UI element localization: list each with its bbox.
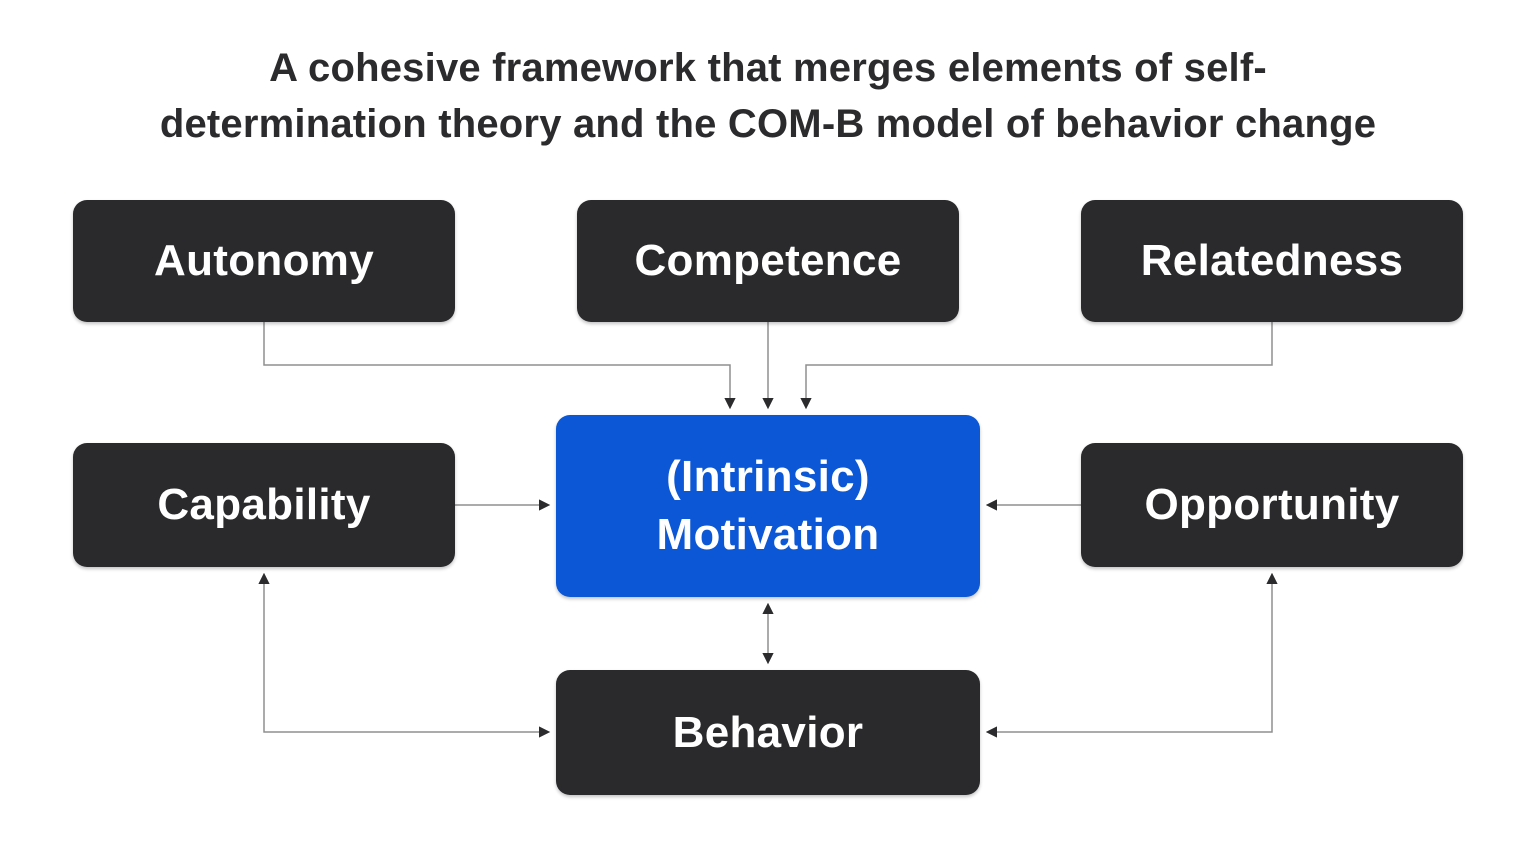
edge-behavior-capability-double	[258, 572, 551, 738]
node-opportunity-label: Opportunity	[1144, 480, 1400, 529]
node-relatedness-label: Relatedness	[1140, 236, 1404, 285]
node-opportunity: Opportunity	[1081, 443, 1463, 567]
node-competence: Competence	[577, 200, 959, 322]
diagram-title: A cohesive framework that merges element…	[0, 40, 1536, 152]
motivation-line-2: Motivation	[656, 510, 880, 559]
node-intrinsic-motivation: (Intrinsic) Motivation	[556, 415, 980, 597]
title-line-2: determination theory and the COM-B model…	[159, 102, 1377, 146]
node-behavior: Behavior	[556, 670, 980, 795]
node-autonomy-label: Autonomy	[154, 236, 374, 285]
motivation-line-1: (Intrinsic)	[666, 451, 870, 501]
node-capability-label: Capability	[157, 480, 371, 529]
edge-autonomy-to-motivation	[263, 322, 736, 410]
edge-behavior-opportunity-double	[985, 572, 1278, 738]
node-autonomy: Autonomy	[73, 200, 455, 322]
node-capability: Capability	[73, 443, 455, 567]
title-line-1: A cohesive framework that merges element…	[269, 46, 1267, 90]
node-competence-label: Competence	[634, 236, 902, 285]
node-relatedness: Relatedness	[1081, 200, 1463, 322]
node-behavior-label: Behavior	[672, 707, 864, 757]
node-intrinsic-motivation-label: (Intrinsic) Motivation	[657, 448, 880, 564]
edge-relatedness-to-motivation	[800, 322, 1273, 410]
